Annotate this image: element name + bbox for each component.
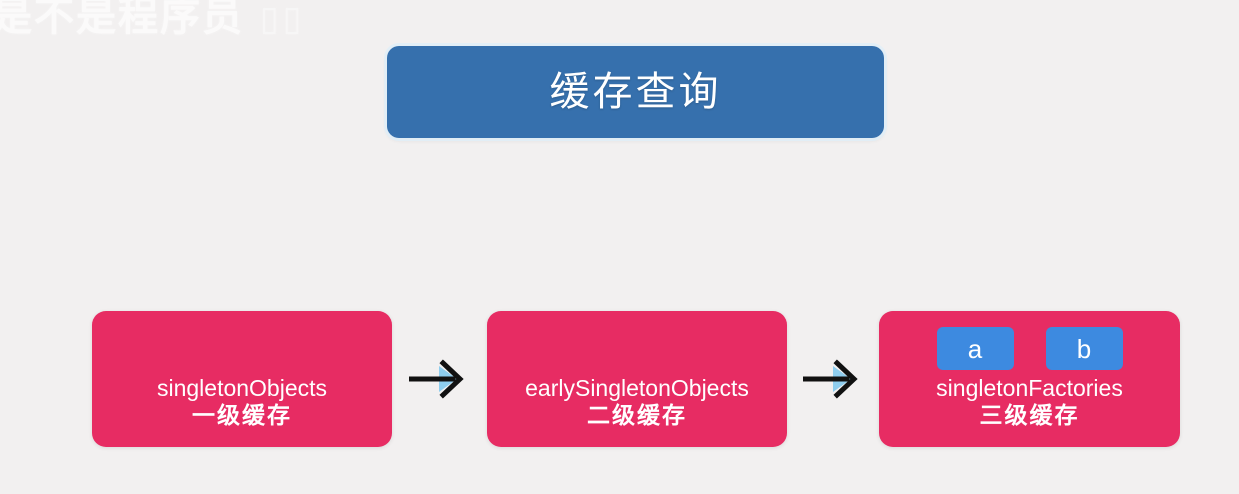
- cache-box-level-3: a b singletonFactories 三级缓存: [879, 311, 1180, 447]
- cache-box-level: 三级缓存: [979, 402, 1080, 429]
- bean-chip-group: a b: [879, 327, 1180, 370]
- watermark: 是不是程序员 ▯▯: [0, 0, 305, 42]
- cache-box-level-1: singletonObjects 一级缓存: [92, 311, 392, 447]
- page-title: 缓存查询: [549, 70, 722, 114]
- cache-box-level: 一级缓存: [192, 402, 292, 429]
- title-box: 缓存查询: [387, 46, 884, 138]
- flow-arrow-2-icon: [803, 358, 865, 400]
- cache-box-level: 二级缓存: [587, 402, 687, 429]
- cache-flow-row: singletonObjects 一级缓存 earlySingletonObje…: [0, 311, 1239, 447]
- flow-arrow-1-icon: [409, 358, 471, 400]
- cache-box-name: singletonObjects: [156, 374, 328, 401]
- bean-chip-a: a: [936, 327, 1014, 370]
- cache-box-name: earlySingletonObjects: [525, 374, 749, 401]
- cache-box-name: singletonFactories: [936, 374, 1123, 401]
- cache-box-level-2: earlySingletonObjects 二级缓存: [487, 311, 787, 447]
- watermark-logo: ▯▯: [260, 0, 306, 38]
- watermark-text: 是不是程序员: [0, 0, 244, 39]
- bean-chip-b: b: [1045, 327, 1123, 370]
